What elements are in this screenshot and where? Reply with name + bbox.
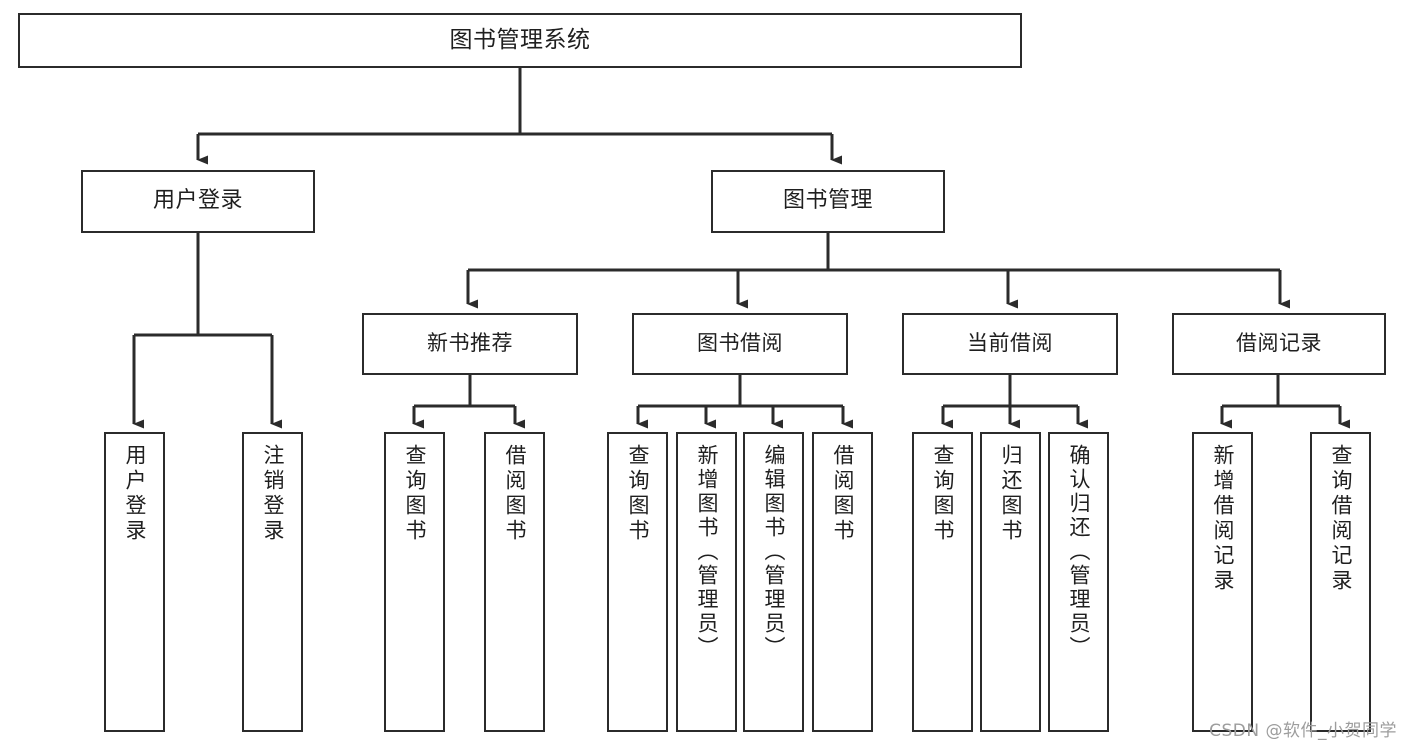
leaf-user-login[interactable]: 用户登录 [104, 432, 165, 732]
leaf-borrow-book-borrow[interactable]: 借阅图书 [812, 432, 873, 732]
node-label: 注销登录 [261, 444, 285, 544]
node-borrow-record[interactable]: 借阅记录 [1172, 313, 1386, 375]
node-label: 用户登录 [123, 444, 147, 544]
leaf-borrow-book-recommend[interactable]: 借阅图书 [484, 432, 545, 732]
node-new-book-recommend[interactable]: 新书推荐 [362, 313, 578, 375]
node-label: 新增图书（管理员） [695, 444, 719, 660]
node-label: 图书借阅 [697, 331, 783, 356]
node-label: 图书管理 [782, 188, 873, 214]
node-label: 新书推荐 [427, 331, 513, 356]
node-label: 用户登录 [152, 188, 243, 214]
leaf-confirm-return-admin[interactable]: 确认归还（管理员） [1048, 432, 1109, 732]
node-label: 借阅记录 [1236, 331, 1322, 356]
leaf-query-borrow-record[interactable]: 查询借阅记录 [1310, 432, 1371, 732]
csdn-watermark: CSDN @软件_小贺同学 [1209, 721, 1397, 741]
node-current-borrow[interactable]: 当前借阅 [902, 313, 1118, 375]
node-label: 图书管理系统 [449, 27, 591, 54]
node-label: 借阅图书 [831, 444, 855, 544]
node-label: 确认归还（管理员） [1067, 444, 1091, 660]
leaf-logout-login[interactable]: 注销登录 [242, 432, 303, 732]
node-label: 查询图书 [931, 444, 955, 544]
node-book-borrow[interactable]: 图书借阅 [632, 313, 848, 375]
node-label: 编辑图书（管理员） [762, 444, 786, 660]
node-book-management[interactable]: 图书管理 [711, 170, 945, 233]
leaf-query-book-recommend[interactable]: 查询图书 [384, 432, 445, 732]
node-user-login[interactable]: 用户登录 [81, 170, 315, 233]
node-label: 新增借阅记录 [1211, 444, 1235, 594]
leaf-edit-book-admin[interactable]: 编辑图书（管理员） [743, 432, 804, 732]
leaf-add-book-admin[interactable]: 新增图书（管理员） [676, 432, 737, 732]
leaf-return-book[interactable]: 归还图书 [980, 432, 1041, 732]
node-root-book-management-system[interactable]: 图书管理系统 [18, 13, 1022, 68]
node-label: 查询图书 [403, 444, 427, 544]
node-label: 查询借阅记录 [1329, 444, 1353, 594]
node-label: 当前借阅 [967, 331, 1053, 356]
leaf-add-borrow-record[interactable]: 新增借阅记录 [1192, 432, 1253, 732]
node-label: 借阅图书 [503, 444, 527, 544]
node-label: 查询图书 [626, 444, 650, 544]
leaf-query-book-borrow[interactable]: 查询图书 [607, 432, 668, 732]
leaf-query-book-current[interactable]: 查询图书 [912, 432, 973, 732]
node-label: 归还图书 [999, 444, 1023, 544]
